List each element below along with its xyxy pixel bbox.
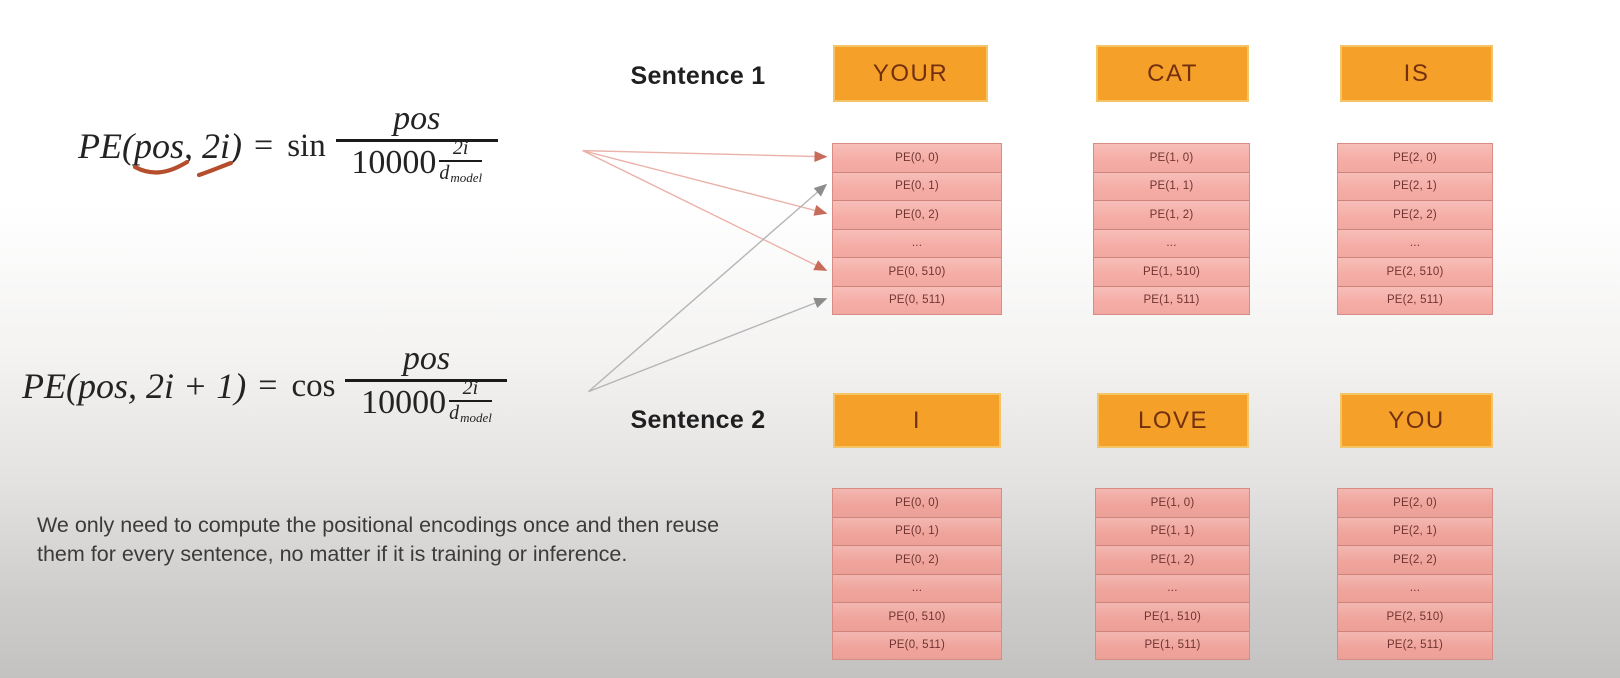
pe-cell: PE(1, 510) [1094, 257, 1249, 286]
pe-cell: ... [1094, 228, 1249, 257]
model-subscript: model [450, 169, 483, 185]
pe-cell: ... [1338, 228, 1492, 257]
pe-cell: ... [833, 573, 1001, 602]
fraction-denominator: 10000 2i dmodel [361, 377, 492, 431]
pe-cell: PE(0, 2) [833, 545, 1001, 574]
cos-formula-arrow [587, 183, 828, 393]
cos-formula-lhs: PE(pos, 2i + 1) [22, 366, 247, 406]
sin-formula: PE(pos, 2i) = sin pos 10000 2i dmodel [78, 90, 498, 202]
pe-table-sentence2-word0: PE(0, 0)PE(0, 1)PE(0, 2)...PE(0, 510)PE(… [832, 488, 1002, 660]
model-subscript: model [460, 409, 492, 425]
d-symbol: d [439, 161, 450, 184]
pe-cell: PE(0, 2) [833, 200, 1001, 229]
pe-cell: PE(0, 511) [833, 285, 1001, 314]
sin-formula-arrow [582, 149, 828, 162]
lhs-suffix: ) [230, 126, 242, 166]
pe-table-sentence1-word2: PE(2, 0)PE(2, 1)PE(2, 2)...PE(2, 510)PE(… [1337, 143, 1493, 315]
sin-formula-arrow [582, 149, 828, 271]
fraction-denominator: 10000 2i dmodel [351, 137, 483, 191]
equals-sign: = [258, 367, 278, 404]
pe-cell: PE(2, 0) [1338, 144, 1492, 172]
cos-formula-arrow [588, 297, 828, 393]
sin-function: sin [287, 127, 326, 164]
pe-cell: PE(0, 1) [833, 171, 1001, 200]
pe-cell: PE(0, 510) [833, 257, 1001, 286]
pe-cell: PE(2, 1) [1338, 516, 1492, 545]
word-box-is: IS [1340, 45, 1493, 102]
exponent-denominator: dmodel [439, 162, 482, 185]
pe-cell: PE(0, 1) [833, 516, 1001, 545]
pe-table-sentence1-word1: PE(1, 0)PE(1, 1)PE(1, 2)...PE(1, 510)PE(… [1093, 143, 1250, 315]
pe-cell: PE(1, 1) [1096, 516, 1249, 545]
pe-cell: PE(1, 2) [1094, 200, 1249, 229]
pe-cell: PE(2, 2) [1338, 200, 1492, 229]
cos-fraction: pos 10000 2i dmodel [345, 339, 508, 432]
cos-function: cos [291, 367, 336, 404]
note-text: We only need to compute the positional e… [37, 513, 720, 566]
pe-cell: PE(2, 511) [1338, 630, 1492, 659]
pe-cell: PE(2, 511) [1338, 285, 1492, 314]
pe-cell: PE(1, 0) [1096, 489, 1249, 517]
sin-formula-arrow [582, 149, 828, 216]
exponent-fraction: 2i dmodel [439, 136, 483, 185]
exponent-denominator: dmodel [449, 402, 492, 425]
pe-cell: PE(1, 1) [1094, 171, 1249, 200]
pe-cell: PE(2, 510) [1338, 602, 1492, 631]
pe-cell: ... [1096, 573, 1249, 602]
pe-cell: PE(0, 0) [833, 489, 1001, 517]
word-box-cat: CAT [1096, 45, 1249, 102]
sentence2-label: Sentence 2 [630, 406, 766, 434]
2i-term: 2i [201, 126, 230, 166]
word-box-love: LOVE [1097, 393, 1249, 448]
fraction-bar [335, 139, 498, 142]
pe-cell: PE(1, 0) [1094, 144, 1249, 172]
exponent-fraction-bar [439, 159, 483, 162]
denominator-base: 10000 [351, 143, 437, 181]
pe-cell: PE(1, 2) [1096, 545, 1249, 574]
word-box-i: I [833, 393, 1001, 448]
pe-cell: PE(2, 1) [1338, 171, 1492, 200]
pe-cell: PE(1, 511) [1096, 630, 1249, 659]
pe-cell: PE(1, 511) [1094, 285, 1249, 314]
pe-cell: PE(2, 2) [1338, 545, 1492, 574]
fraction-bar [345, 379, 508, 382]
cos-formula: PE(pos, 2i + 1) = cos pos 10000 2i dmode… [22, 330, 508, 442]
pe-cell: ... [833, 228, 1001, 257]
pos-term: pos [133, 126, 184, 166]
pe-cell: PE(0, 511) [833, 630, 1001, 659]
pe-cell: PE(0, 0) [833, 144, 1001, 172]
pe-table-sentence1-word0: PE(0, 0)PE(0, 1)PE(0, 2)...PE(0, 510)PE(… [832, 143, 1002, 315]
pe-table-sentence2-word2: PE(2, 0)PE(2, 1)PE(2, 2)...PE(2, 510)PE(… [1337, 488, 1493, 660]
word-box-your: YOUR [833, 45, 988, 102]
pe-cell: ... [1338, 573, 1492, 602]
fraction-numerator: pos [402, 339, 451, 377]
exponent-fraction: 2i dmodel [449, 376, 492, 425]
pe-table-sentence2-word1: PE(1, 0)PE(1, 1)PE(1, 2)...PE(1, 510)PE(… [1095, 488, 1250, 660]
pe-cell: PE(0, 510) [833, 602, 1001, 631]
d-symbol: d [449, 401, 460, 424]
sin-fraction: pos 10000 2i dmodel [335, 99, 498, 192]
equals-sign: = [254, 127, 274, 164]
lhs-comma: , [183, 126, 202, 166]
fraction-numerator: pos [393, 99, 441, 137]
sin-formula-lhs: PE(pos, 2i) [78, 125, 242, 167]
pe-cell: PE(2, 0) [1338, 489, 1492, 517]
lhs-prefix: PE( [78, 126, 134, 166]
exponent-numerator: 2i [462, 376, 479, 399]
sentence1-label: Sentence 1 [630, 62, 766, 90]
word-box-you: YOU [1340, 393, 1493, 448]
exponent-fraction-bar [449, 399, 492, 402]
exponent-numerator: 2i [452, 136, 469, 159]
pe-cell: PE(2, 510) [1338, 257, 1492, 286]
formula-to-table-arrows [582, 149, 828, 393]
denominator-base: 10000 [361, 383, 447, 421]
pe-cell: PE(1, 510) [1096, 602, 1249, 631]
